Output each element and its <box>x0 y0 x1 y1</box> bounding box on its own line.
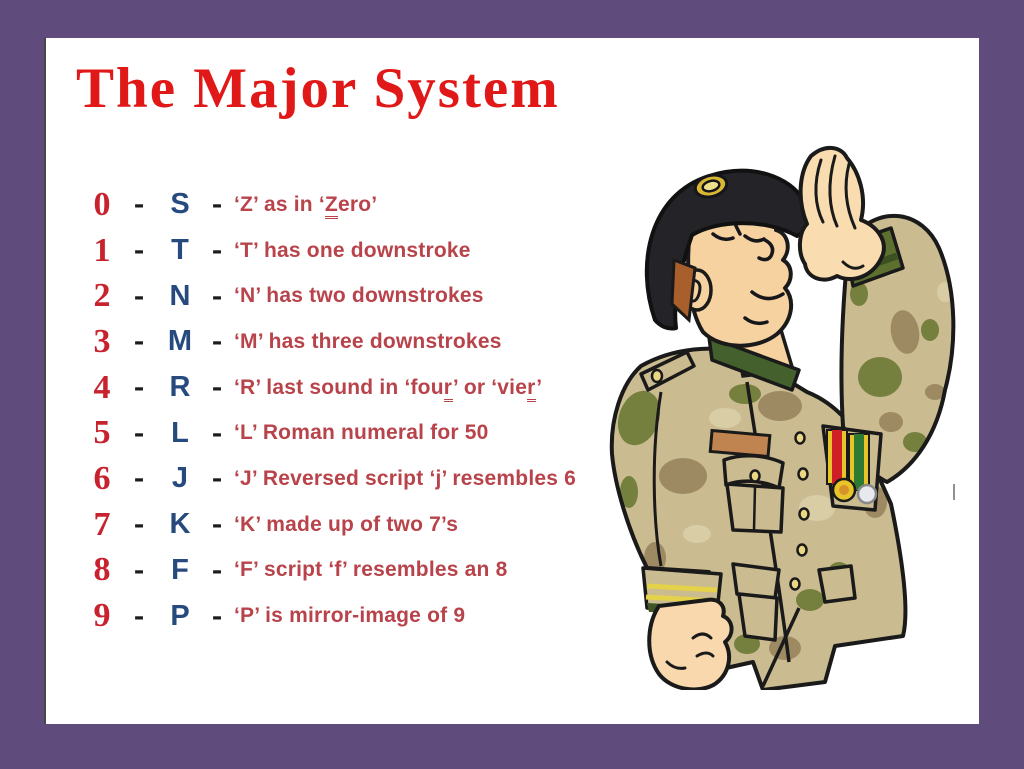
mnemonic-row-6: 6-J-‘J’ Reversed script ‘j’ resembles 6 <box>82 456 576 502</box>
mnemonic-row-3: 3-M-‘M’ has three downstrokes <box>82 319 576 365</box>
mnemonic-row-1: 1-T-‘T’ has one downstroke <box>82 228 576 274</box>
dash-separator: - <box>211 417 223 448</box>
mnemonic-row-5: 5-L-‘L’ Roman numeral for 50 <box>82 410 576 456</box>
dash-separator: - <box>133 372 145 403</box>
row-description: ‘Z’ as in ‘Zero’ <box>230 192 377 219</box>
row-digit: 6 <box>93 459 111 497</box>
mnemonic-list: 0-S-‘Z’ as in ‘Zero’1-T-‘T’ has one down… <box>82 182 576 639</box>
page-title: The Major System <box>76 57 560 120</box>
row-digit: 3 <box>93 322 111 360</box>
row-description: ‘J’ Reversed script ‘j’ resembles 6 <box>234 466 577 490</box>
row-description: ‘F’ script ‘f’ resembles an 8 <box>234 558 508 582</box>
mnemonic-row-0: 0-S-‘Z’ as in ‘Zero’ <box>82 182 576 228</box>
dash-separator: - <box>133 189 145 220</box>
mnemonic-row-8: 8-F-‘F’ script ‘f’ resembles an 8 <box>82 548 576 594</box>
dash-separator: - <box>133 326 145 357</box>
dash-separator: - <box>211 372 223 403</box>
row-letter: L <box>171 416 189 449</box>
mnemonic-row-7: 7-K-‘K’ made up of two 7’s <box>82 502 576 548</box>
dash-separator: - <box>133 463 145 494</box>
dash-separator: - <box>211 600 223 631</box>
row-digit: 4 <box>93 368 111 406</box>
row-description: ‘L’ Roman numeral for 50 <box>234 421 489 445</box>
dash-separator: - <box>133 554 145 585</box>
dash-separator: - <box>211 235 223 266</box>
row-description: ‘R’ last sound in ‘four’ or ‘vier’ <box>230 375 542 402</box>
dash-separator: - <box>211 463 223 494</box>
row-description: ‘N’ has two downstrokes <box>234 284 484 308</box>
row-letter: S <box>170 188 190 221</box>
saluting-soldier-illustration <box>595 142 980 692</box>
row-letter: P <box>170 599 190 632</box>
row-digit: 8 <box>93 551 111 589</box>
row-letter: F <box>171 553 189 586</box>
stray-artifact-mark <box>953 484 955 500</box>
row-digit: 9 <box>93 597 111 635</box>
dash-separator: - <box>211 326 223 357</box>
dash-separator: - <box>133 509 145 540</box>
row-description: ‘T’ has one downstroke <box>234 238 471 262</box>
dash-separator: - <box>133 280 145 311</box>
dash-separator: - <box>133 600 145 631</box>
mnemonic-row-2: 2-N-‘N’ has two downstrokes <box>82 273 576 319</box>
dash-separator: - <box>211 189 223 220</box>
row-digit: 7 <box>93 505 111 543</box>
row-description: ‘P’ is mirror-image of 9 <box>234 604 466 628</box>
dash-separator: - <box>211 509 223 540</box>
row-digit: 1 <box>93 231 111 269</box>
dash-separator: - <box>211 280 223 311</box>
dash-separator: - <box>133 235 145 266</box>
row-description: ‘M’ has three downstrokes <box>234 329 502 353</box>
row-letter: J <box>171 462 189 495</box>
row-digit: 5 <box>93 414 111 452</box>
row-letter: R <box>169 371 191 404</box>
row-letter: M <box>167 325 193 358</box>
row-digit: 2 <box>93 277 111 315</box>
row-letter: T <box>171 234 189 267</box>
dash-separator: - <box>133 417 145 448</box>
row-digit: 0 <box>93 185 111 223</box>
slide-card: The Major System 0-S-‘Z’ as in ‘Zero’1-T… <box>44 38 979 724</box>
mnemonic-row-4: 4-R-‘R’ last sound in ‘four’ or ‘vier’ <box>82 365 576 411</box>
mnemonic-row-9: 9-P-‘P’ is mirror-image of 9 <box>82 593 576 639</box>
row-letter: N <box>169 279 191 312</box>
row-description: ‘K’ made up of two 7’s <box>234 512 459 536</box>
row-letter: K <box>169 508 191 541</box>
dash-separator: - <box>211 554 223 585</box>
